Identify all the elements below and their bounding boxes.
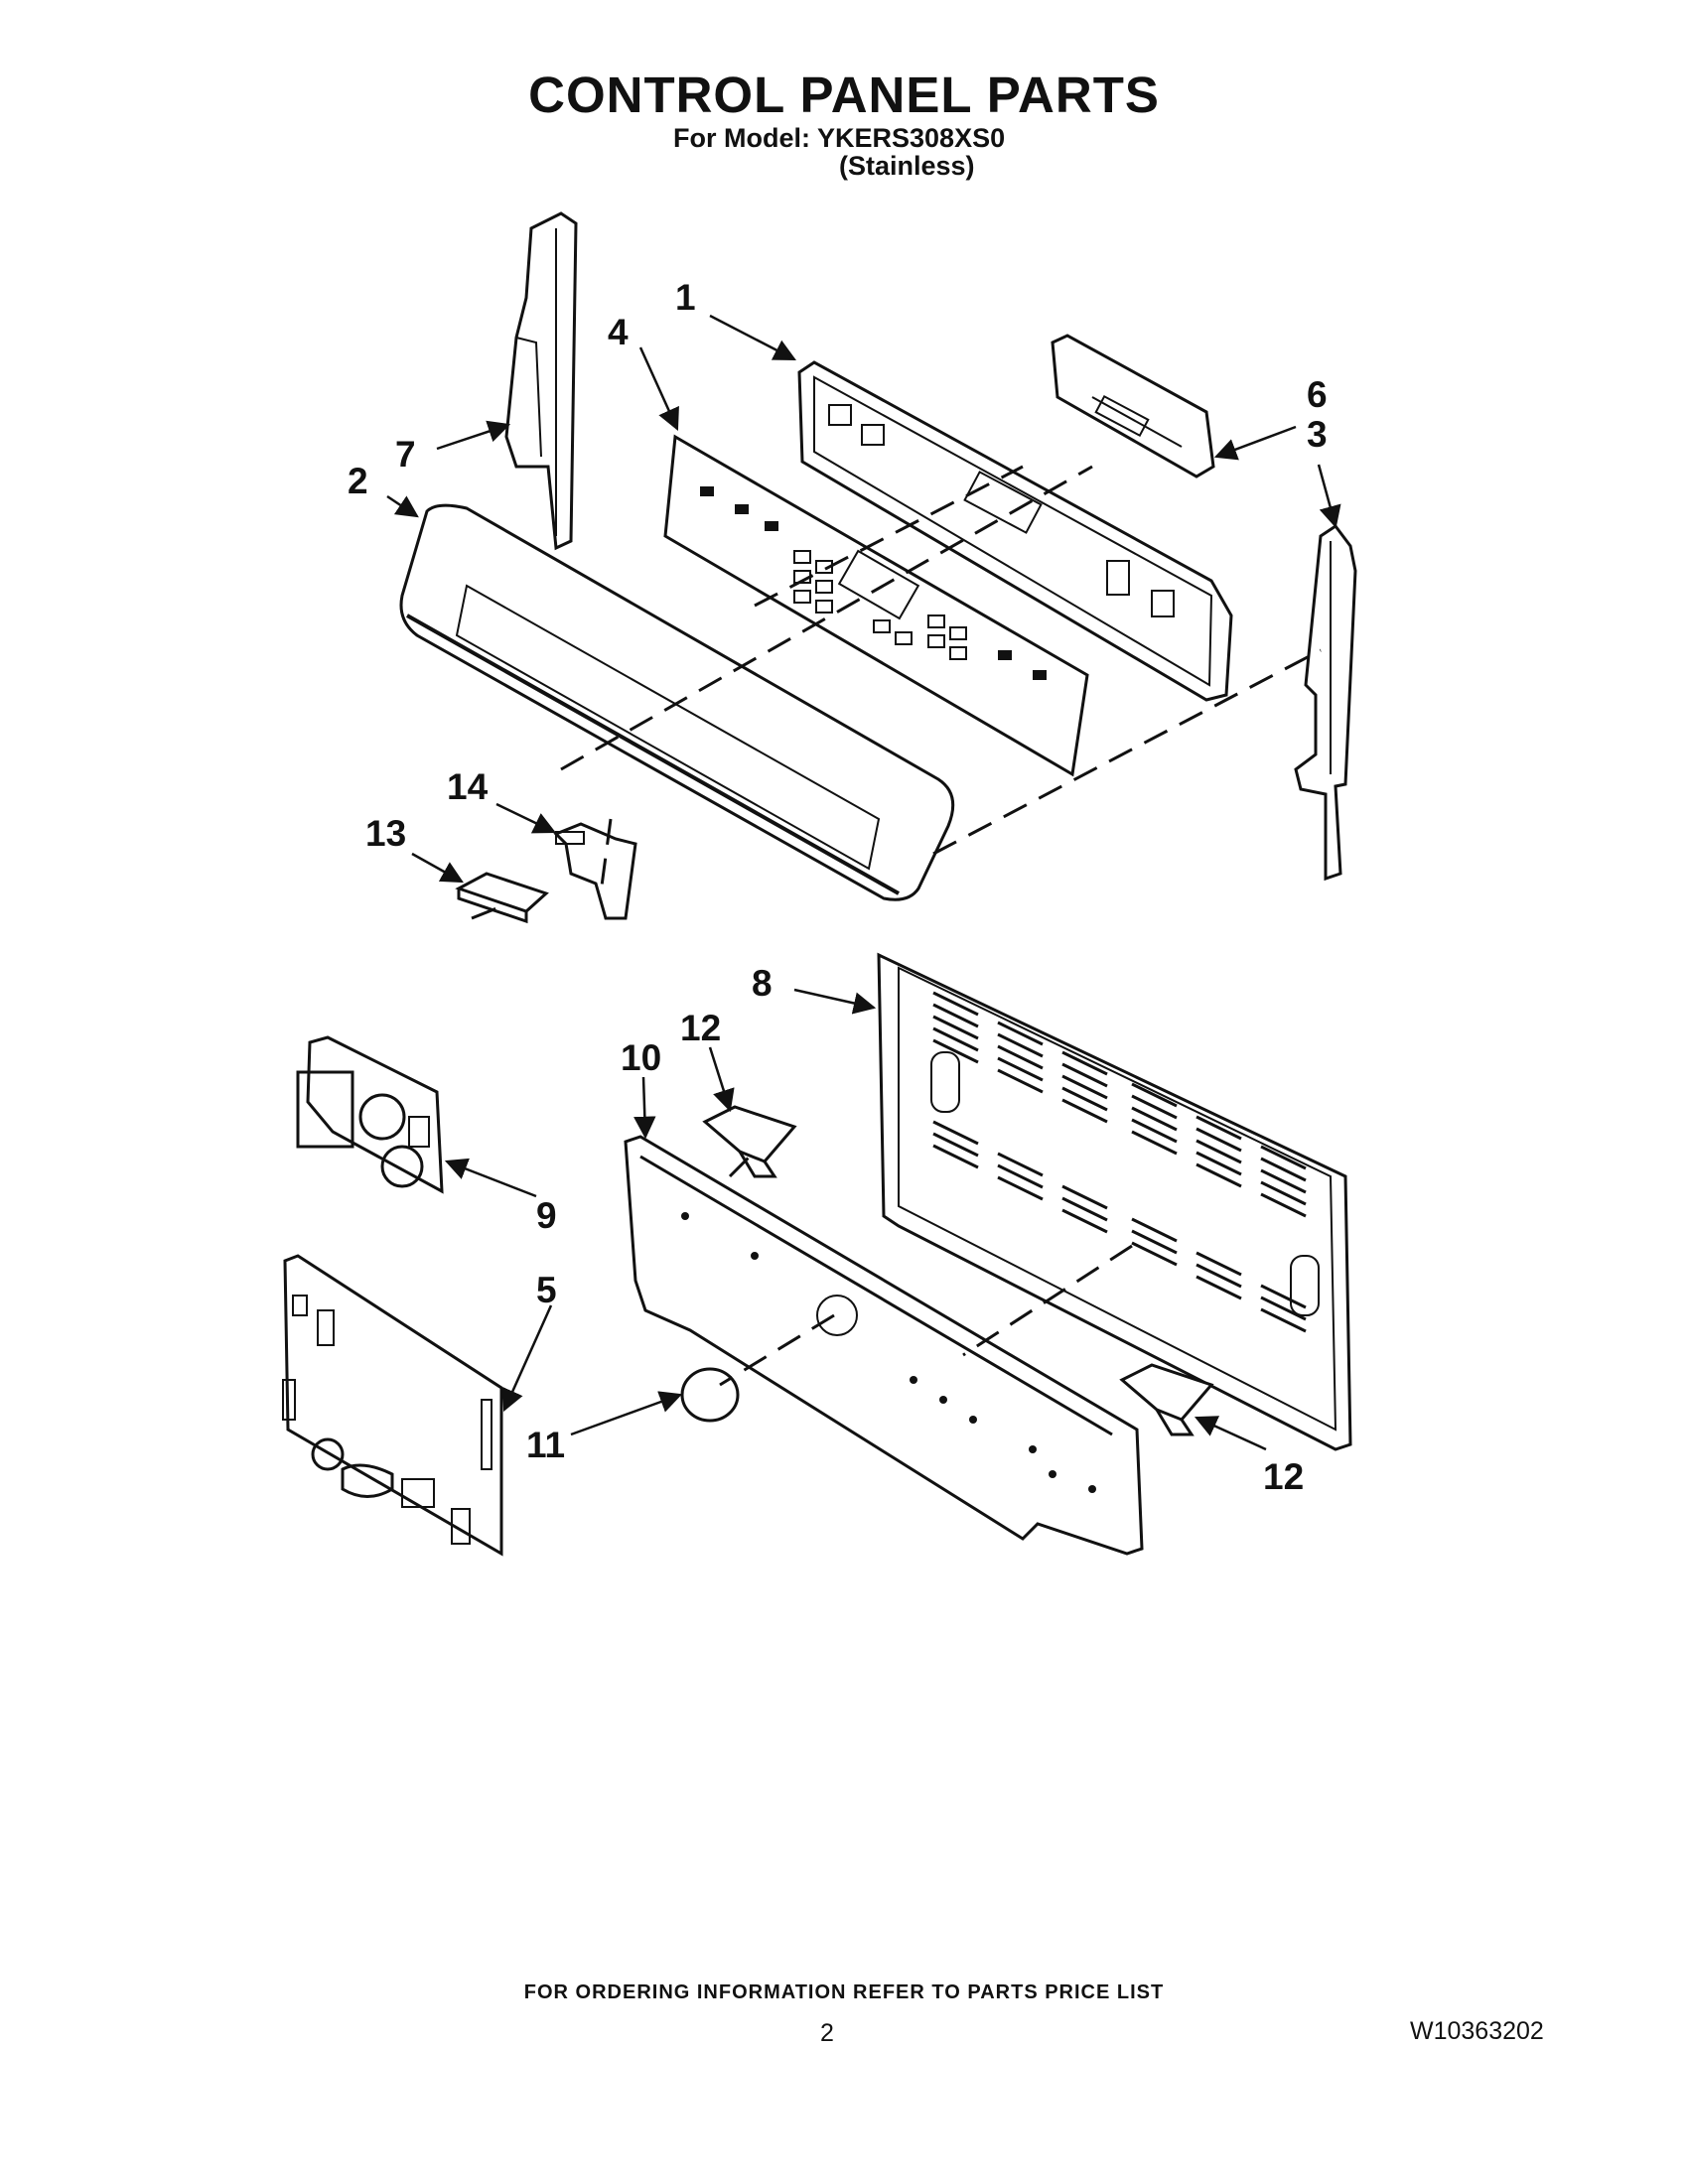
part-4-keypad-overlay xyxy=(663,434,1089,777)
part-8-vented-panel xyxy=(877,952,1352,1451)
callout-5: 5 xyxy=(536,1270,557,1310)
callout-12-upper: 12 xyxy=(680,1008,721,1048)
document-number: W10363202 xyxy=(1410,2017,1544,2045)
callout-4: 4 xyxy=(608,312,629,352)
callout-1: 1 xyxy=(675,277,696,318)
part-14-clip xyxy=(553,822,637,920)
part-10-mounting-plate xyxy=(624,1135,1144,1556)
model-number: For Model: YKERS308XS0 xyxy=(673,123,1006,153)
page-title: CONTROL PANEL PARTS xyxy=(528,67,1160,123)
model-variant: (Stainless) xyxy=(839,151,975,181)
callout-6: 6 xyxy=(1307,374,1328,415)
part-9-transformer-board xyxy=(296,1035,444,1194)
assembly-lines xyxy=(471,465,1322,1387)
callout-14: 14 xyxy=(447,766,489,807)
page-number: 2 xyxy=(820,2019,834,2047)
part-1-panel-frame xyxy=(797,360,1233,702)
part-12-bracket-upper xyxy=(702,1105,797,1178)
part-7-left-bracket xyxy=(504,211,578,551)
part-13-clip xyxy=(455,872,549,924)
callout-9: 9 xyxy=(536,1195,557,1236)
ordering-note: FOR ORDERING INFORMATION REFER TO PARTS … xyxy=(523,1981,1165,2003)
callout-labels: 1 4 6 3 7 2 14 13 8 12 10 9 5 11 12 xyxy=(348,277,1328,1497)
callout-11: 11 xyxy=(526,1425,565,1465)
callout-7: 7 xyxy=(395,434,416,475)
callout-12-lower: 12 xyxy=(1263,1456,1304,1497)
part-11-plug xyxy=(680,1367,740,1423)
part-3-right-bracket xyxy=(1294,523,1357,882)
callout-2: 2 xyxy=(348,461,368,501)
part-5-power-board xyxy=(282,1254,503,1557)
part-12-bracket-lower xyxy=(1119,1363,1214,1436)
callout-3: 3 xyxy=(1307,414,1328,455)
callout-13: 13 xyxy=(365,813,406,854)
callout-10: 10 xyxy=(621,1037,661,1078)
callout-8: 8 xyxy=(752,963,773,1004)
callout-arrows xyxy=(386,314,1341,1451)
part-6-control-board xyxy=(1051,334,1215,478)
